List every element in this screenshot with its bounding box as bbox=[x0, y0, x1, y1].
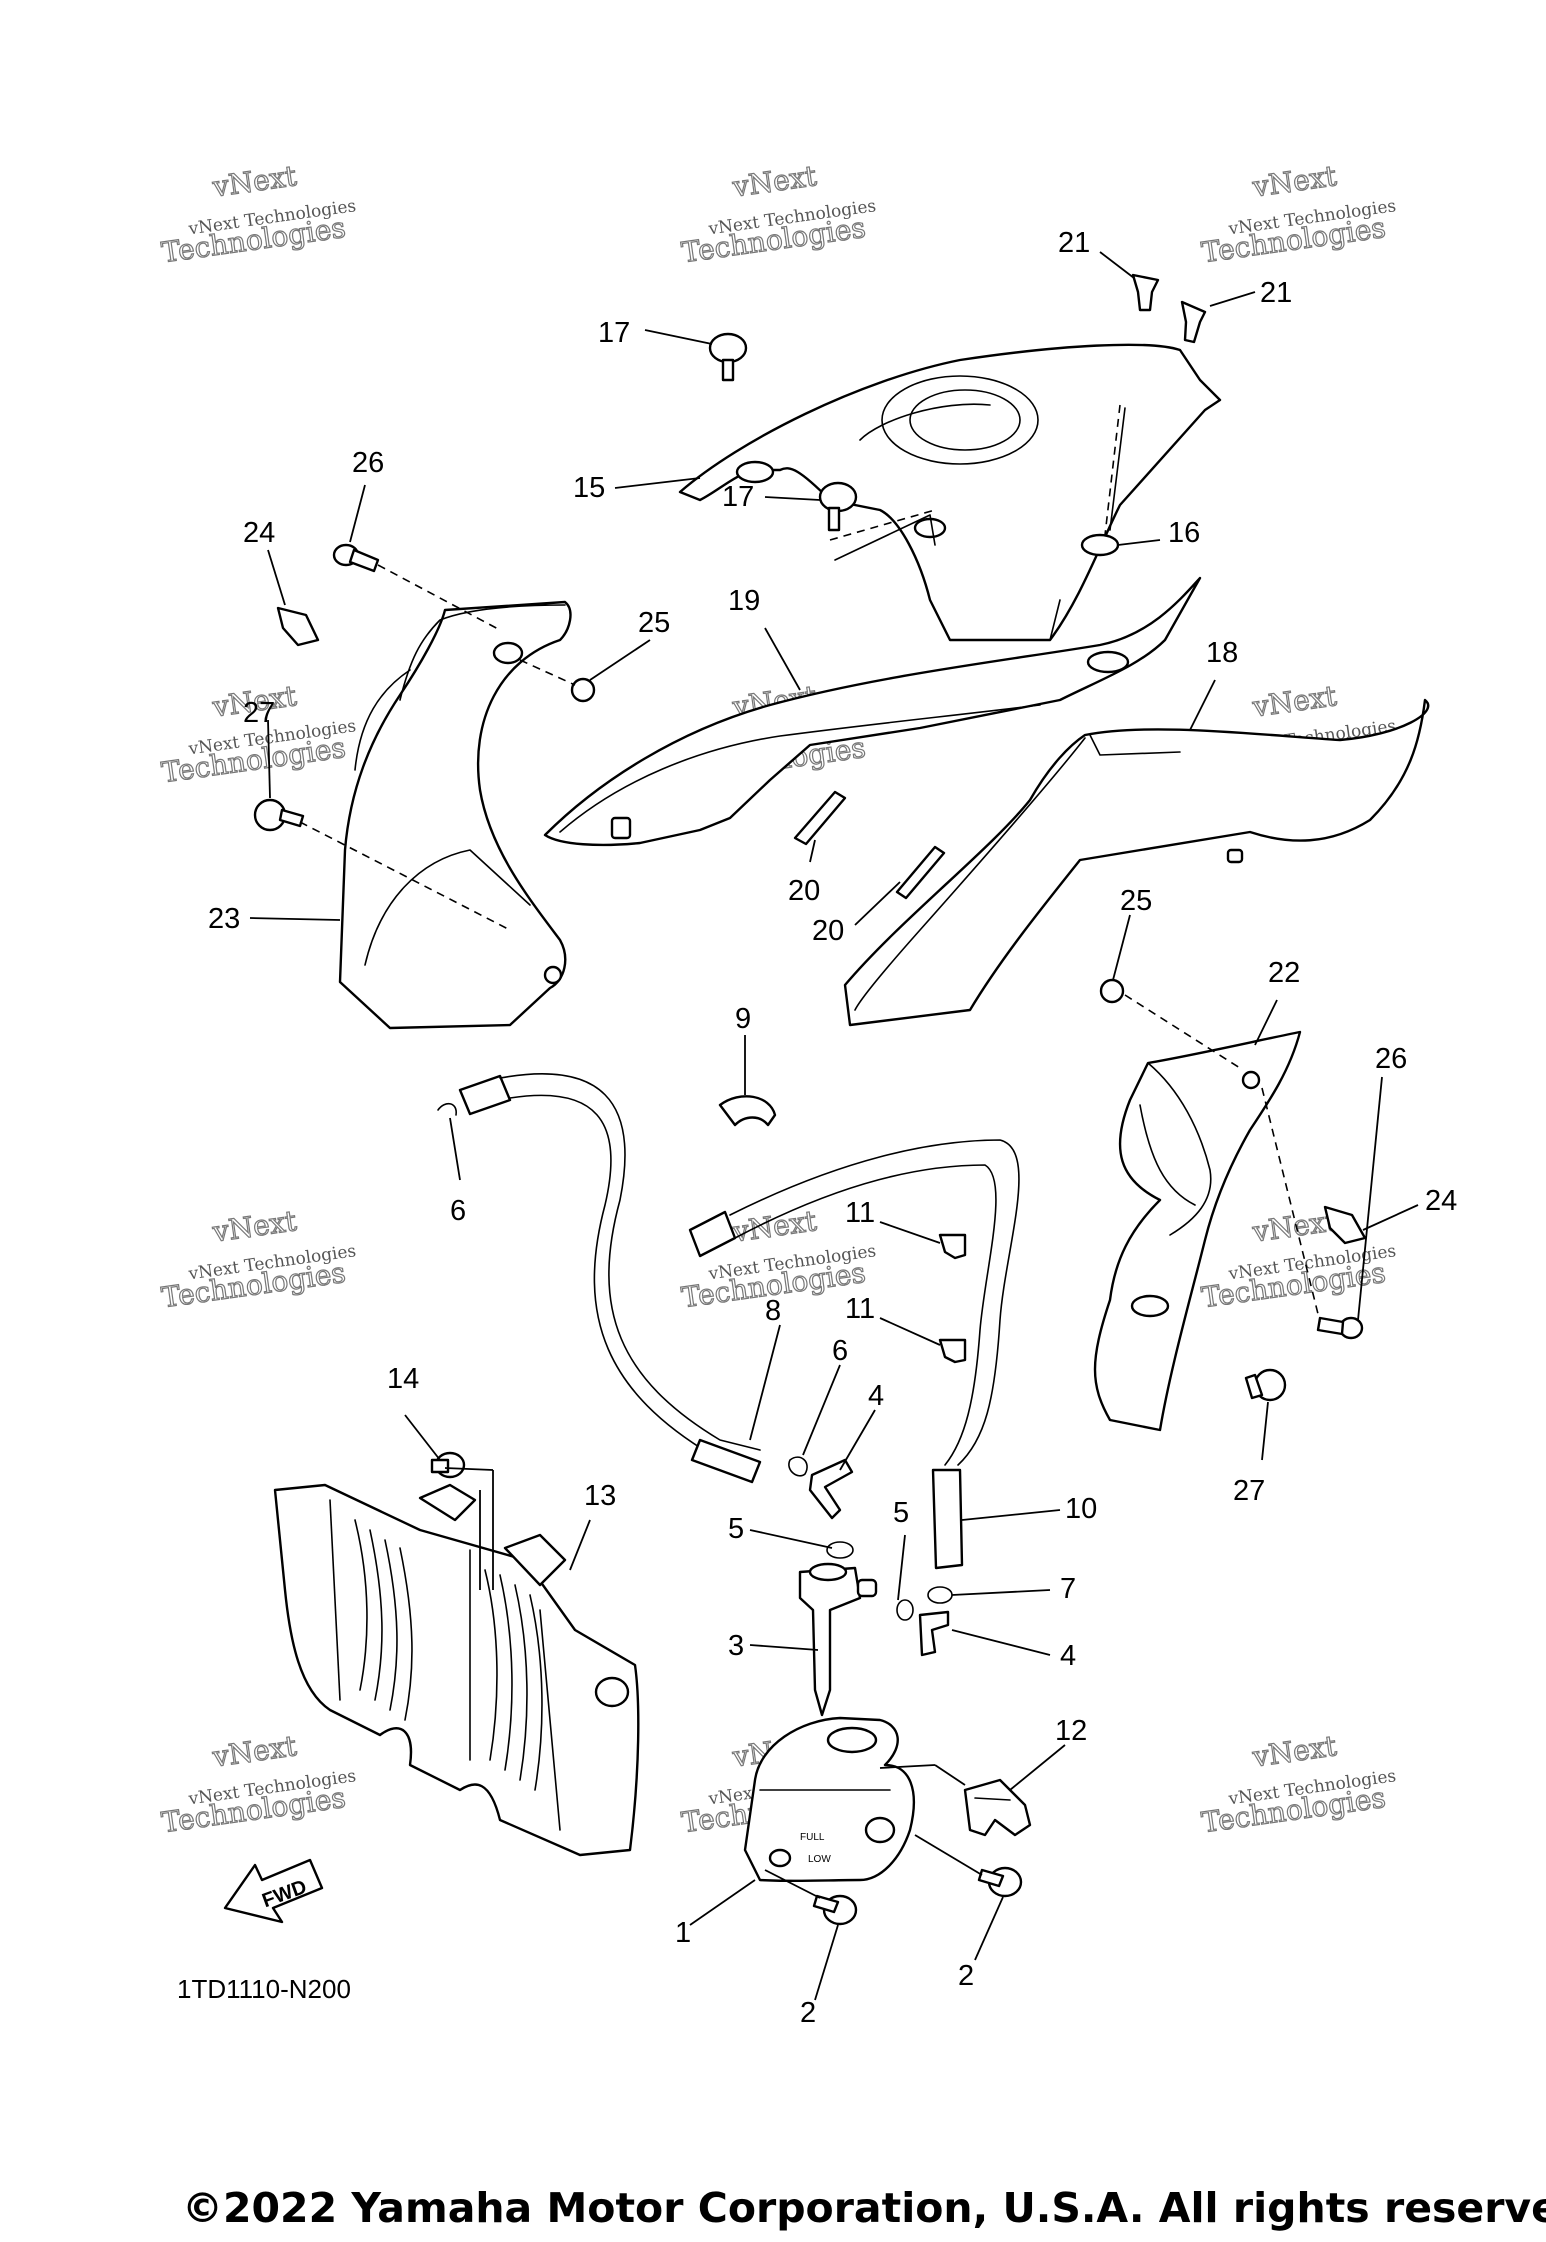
svg-text:LOW: LOW bbox=[808, 1854, 831, 1865]
part-22-right-shroud bbox=[1093, 1030, 1302, 1432]
callout-22: 22 bbox=[1268, 957, 1300, 989]
diagram-code: 1TD1110-N200 bbox=[177, 1974, 351, 2004]
part-1-reservoir-tank: FULL LOW bbox=[743, 1716, 915, 1883]
part-20-strips bbox=[793, 790, 946, 900]
callout-17: 17 bbox=[598, 317, 630, 349]
callout-21: 21 bbox=[1260, 277, 1292, 309]
part-23-left-shroud bbox=[338, 600, 572, 1030]
callout-14: 14 bbox=[387, 1363, 419, 1395]
hose-10 bbox=[688, 1139, 1020, 1570]
callout-labels: 21 21 17 15 17 16 19 18 20 20 25 25 22 2… bbox=[208, 227, 1457, 2029]
callout-6: 6 bbox=[832, 1335, 848, 1367]
fasteners bbox=[253, 273, 1367, 1926]
callout-18: 18 bbox=[1206, 637, 1238, 669]
callout-24: 24 bbox=[1425, 1185, 1457, 1217]
watermark-top: vNext bbox=[1250, 679, 1339, 724]
callout-11: 11 bbox=[845, 1293, 875, 1325]
callout-3: 3 bbox=[728, 1630, 744, 1662]
watermark-top: vNext bbox=[210, 159, 299, 204]
callout-4: 4 bbox=[868, 1380, 884, 1412]
callout-19: 19 bbox=[728, 585, 760, 617]
callout-8: 8 bbox=[765, 1295, 781, 1327]
callout-26: 26 bbox=[352, 447, 384, 479]
copyright-notice: ©2022 Yamaha Motor Corporation, U.S.A. A… bbox=[182, 2184, 1546, 2232]
part-18-side-cover-right bbox=[843, 698, 1430, 1027]
callout-11: 11 bbox=[845, 1197, 875, 1229]
hose-8 bbox=[458, 1073, 762, 1484]
watermark-top: vNext bbox=[730, 1204, 819, 1249]
assembly-lines bbox=[299, 404, 1321, 1323]
callout-25: 25 bbox=[638, 607, 670, 639]
callout-5: 5 bbox=[728, 1513, 744, 1545]
callout-1: 1 bbox=[675, 1917, 691, 1949]
leader-lines bbox=[249, 251, 1419, 2001]
callout-2: 2 bbox=[958, 1960, 974, 1992]
callout-25: 25 bbox=[1120, 885, 1152, 917]
fwd-arrow-icon: FWD bbox=[223, 1858, 324, 1924]
callout-26: 26 bbox=[1375, 1043, 1407, 1075]
callout-21: 21 bbox=[1058, 227, 1090, 259]
callout-4: 4 bbox=[1060, 1640, 1076, 1672]
callout-6: 6 bbox=[450, 1195, 466, 1227]
callout-27: 27 bbox=[1233, 1475, 1265, 1507]
part-13-radiator-guard bbox=[273, 1483, 640, 1857]
watermark-top: vNext bbox=[730, 159, 819, 204]
part-12-bracket bbox=[963, 1778, 1032, 1837]
callout-24: 24 bbox=[243, 517, 275, 549]
part-15-tank-cover bbox=[678, 343, 1222, 642]
callout-10: 10 bbox=[1065, 1493, 1097, 1525]
watermark-top: vNext bbox=[210, 1204, 299, 1249]
svg-text:FULL: FULL bbox=[800, 1832, 825, 1843]
part-3-cap bbox=[798, 1562, 878, 1717]
callout-12: 12 bbox=[1055, 1715, 1087, 1747]
callout-13: 13 bbox=[584, 1480, 616, 1512]
watermark-top: vNext bbox=[1250, 159, 1339, 204]
callout-5: 5 bbox=[893, 1497, 909, 1529]
watermark-top: vNext bbox=[210, 1729, 299, 1774]
callout-17: 17 bbox=[722, 481, 754, 513]
part-19-side-cover-left bbox=[543, 576, 1202, 847]
callout-2: 2 bbox=[800, 1997, 816, 2029]
callout-16: 16 bbox=[1168, 517, 1200, 549]
callout-20: 20 bbox=[788, 875, 820, 907]
callout-27: 27 bbox=[243, 697, 275, 729]
watermark-top: vNext bbox=[1250, 1729, 1339, 1774]
callout-20: 20 bbox=[812, 915, 844, 947]
callout-15: 15 bbox=[573, 472, 605, 504]
callout-9: 9 bbox=[735, 1003, 751, 1035]
callout-7: 7 bbox=[1060, 1573, 1076, 1605]
callout-23: 23 bbox=[208, 903, 240, 935]
